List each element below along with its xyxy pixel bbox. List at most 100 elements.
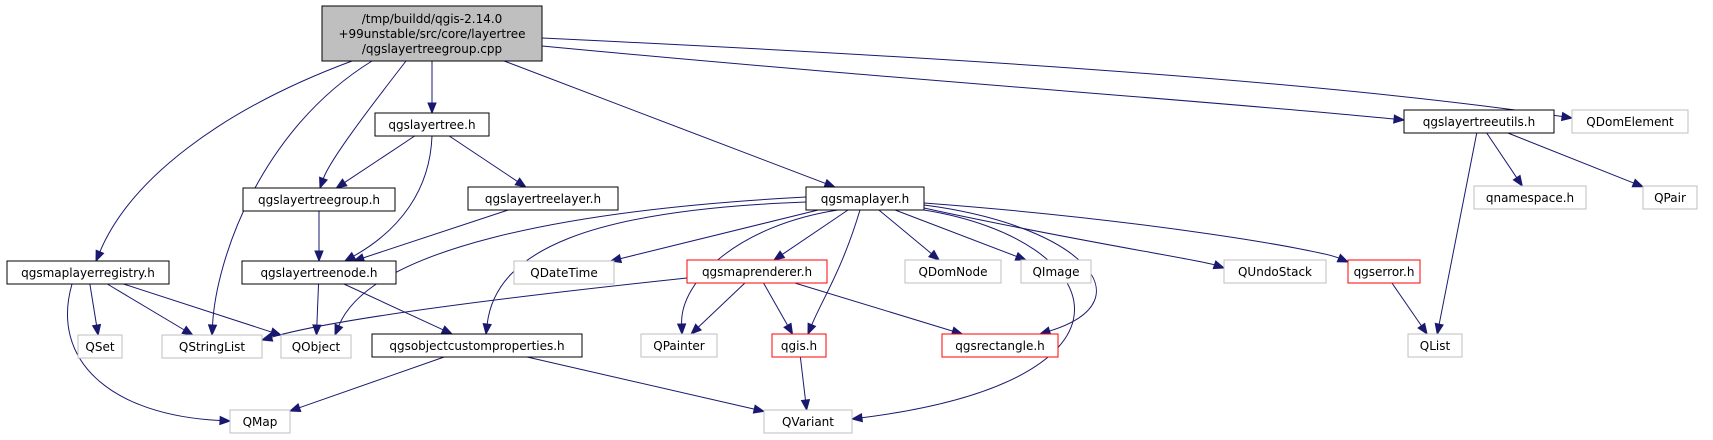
edge-qgsmaprenderer-to-qgis: [763, 282, 794, 336]
edge-qgsmaplayerregistry-to-qobject: [123, 283, 283, 337]
node-label: QPainter: [653, 339, 705, 353]
node-qgis[interactable]: qgis.h: [771, 333, 827, 358]
node-qgslayertree[interactable]: qgslayertree.h: [374, 112, 490, 137]
edge-qgslayertreenode-to-qgsobjectcustomproperties: [343, 283, 454, 335]
edge-line: [782, 209, 849, 255]
node-label: qgsmaplayer.h: [821, 192, 910, 206]
node-label: QObject: [292, 340, 341, 354]
edge-qgsmaprenderer-to-qgsrectangle: [794, 282, 964, 336]
edge-root-to-qgsmaplayerregistry: [95, 60, 353, 263]
node-qset: QSet: [77, 334, 123, 359]
edge-line: [620, 209, 819, 260]
edge-line: [486, 201, 807, 325]
edges-layer: [67, 37, 1645, 426]
edge-qgsmaplayer-to-qgserror: [923, 202, 1350, 263]
node-label: QDateTime: [530, 266, 598, 280]
edge-line: [503, 60, 826, 184]
edge-arrowhead: [752, 404, 766, 414]
node-root[interactable]: /tmp/buildd/qgis-2.14.0+99unstable/src/c…: [321, 5, 543, 62]
node-qgslayertreenode[interactable]: qgslayertreenode.h: [241, 260, 397, 285]
edge-qgslayertreelayer-to-qgslayertreenode: [352, 209, 509, 263]
edge-arrowhead: [1014, 251, 1028, 261]
edge-arrowhead: [91, 323, 102, 337]
edge-arrowhead: [1631, 178, 1645, 188]
edge-line: [894, 209, 1017, 257]
edge-qgslayertree-to-qgslayertreegroup: [335, 135, 415, 189]
node-box: [374, 112, 490, 137]
edge-arrowhead: [1336, 253, 1350, 263]
edge-qgis-to-qvariant: [799, 356, 811, 412]
edge-line: [541, 37, 1563, 118]
edge-arrowhead: [334, 323, 344, 337]
edge-line: [923, 207, 1215, 266]
node-qpair: QPair: [1642, 185, 1698, 210]
node-box: [763, 409, 853, 434]
node-label: QDomElement: [1586, 115, 1674, 129]
node-qgserror[interactable]: qgserror.h: [1347, 259, 1421, 284]
edge-arrowhead: [1512, 174, 1524, 188]
edge-line: [681, 209, 839, 325]
edge-line: [698, 282, 746, 328]
edge-line: [541, 45, 1395, 120]
edge-line: [1507, 132, 1634, 184]
edge-line: [316, 283, 320, 326]
node-qgsmaplayer[interactable]: qgsmaplayer.h: [805, 186, 925, 211]
edge-arrowhead: [690, 323, 703, 335]
edge-root-to-qgsmaplayer: [503, 60, 837, 188]
edge-line: [353, 135, 433, 257]
node-box: [1223, 259, 1327, 284]
node-label: QDomNode: [918, 265, 987, 279]
edge-arrowhead: [440, 325, 454, 335]
edge-arrowhead: [319, 176, 328, 190]
edge-line: [799, 356, 806, 401]
node-box: [640, 333, 718, 358]
edge-qgsmaplayer-to-qgsobjectcustomproperties: [482, 201, 807, 336]
edge-arrowhead: [823, 178, 837, 188]
edge-root-to-qdomelement: [541, 37, 1574, 122]
node-label: QImage: [1032, 265, 1079, 279]
edge-qgsmaplayer-to-qgis: [807, 209, 861, 336]
edge-line: [878, 209, 932, 254]
node-qgslayertreegroup[interactable]: qgslayertreegroup.h: [242, 187, 396, 212]
node-box: [1571, 109, 1689, 134]
node-qgsrectangle[interactable]: qgsrectangle.h: [941, 333, 1059, 358]
edge-qgslayertree-to-qgslayertreenode: [343, 135, 433, 262]
node-label: qgslayertreegroup.h: [258, 193, 380, 207]
node-qgsmaplayerregistry[interactable]: qgsmaplayerregistry.h: [6, 260, 170, 285]
node-qgsobjectcustomproperties[interactable]: qgsobjectcustomproperties.h: [371, 333, 583, 358]
edge-root-to-qgslayertree: [427, 61, 437, 115]
node-qgslayertreeutils[interactable]: qgslayertreeutils.h: [1403, 109, 1555, 134]
node-qnamespace: qnamespace.h: [1473, 185, 1587, 210]
node-label: /qgslayertreegroup.cpp: [362, 42, 502, 56]
edge-arrowhead: [807, 322, 817, 336]
edge-arrowhead: [207, 324, 218, 337]
edge-arrowhead: [783, 322, 794, 336]
edge-qgsmaplayerregistry-to-qmap: [67, 283, 232, 426]
node-label: qgsrectangle.h: [955, 339, 1045, 353]
node-qstringlist: QStringList: [161, 334, 263, 359]
edge-qgsmaplayer-to-qobject: [334, 196, 807, 337]
node-box: [280, 334, 352, 359]
node-qgsmaprenderer[interactable]: qgsmaprenderer.h: [686, 259, 828, 284]
node-label: QPair: [1654, 191, 1686, 205]
node-box: [161, 334, 263, 359]
node-label: /tmp/buildd/qgis-2.14.0: [362, 12, 503, 26]
node-label: qgslayertreenode.h: [260, 266, 377, 280]
edge-qgslayertree-to-qgslayertreelayer: [448, 135, 527, 188]
node-label: QUndoStack: [1238, 265, 1312, 279]
edge-arrowhead: [800, 399, 811, 412]
edge-line: [1391, 282, 1422, 327]
node-qmap: QMap: [229, 409, 291, 434]
node-label: qgslayertreelayer.h: [485, 192, 601, 206]
node-qgslayertreelayer[interactable]: qgslayertreelayer.h: [467, 186, 619, 211]
edge-line: [67, 283, 221, 422]
edge-qgsmaprenderer-to-qpainter: [690, 282, 746, 335]
node-label: qgsobjectcustomproperties.h: [389, 339, 564, 353]
edge-qgsobjectcustomproperties-to-qmap: [288, 356, 445, 412]
edge-line: [338, 196, 807, 326]
nodes-layer: /tmp/buildd/qgis-2.14.0+99unstable/src/c…: [6, 5, 1698, 434]
edge-line: [123, 283, 272, 333]
node-label: qgsmaprenderer.h: [702, 265, 812, 279]
node-box: [1473, 185, 1587, 210]
